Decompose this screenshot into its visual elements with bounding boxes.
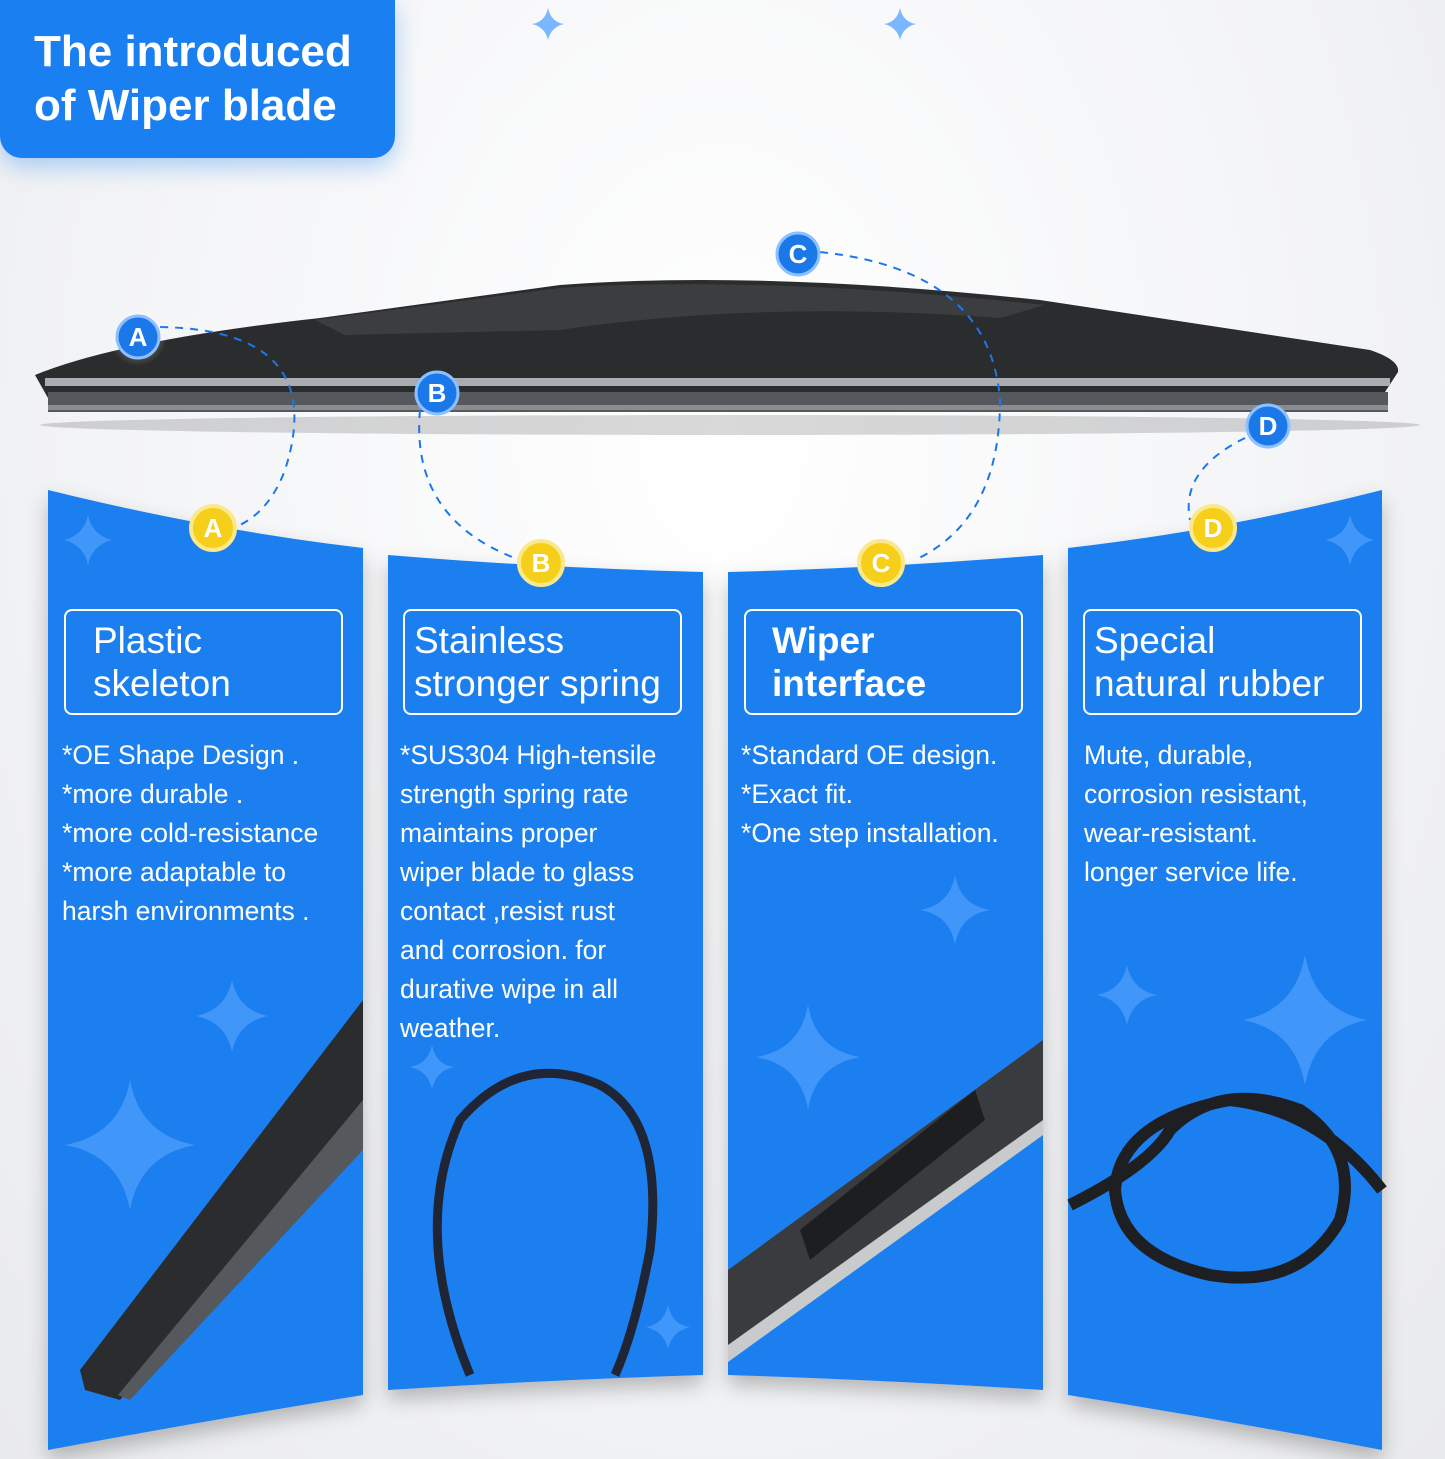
panel-b-heading-line-2: stronger spring	[414, 663, 661, 704]
panel-d-heading: Special natural rubber	[1083, 609, 1362, 715]
panel-a-body: *OE Shape Design . *more durable . *more…	[62, 740, 319, 926]
marker-yellow-c: C	[851, 533, 911, 598]
marker-blue-b: B	[407, 363, 467, 428]
panel-c-heading-line-1: Wiper	[772, 620, 875, 661]
panel-b-heading: Stainless stronger spring	[403, 609, 682, 715]
panel-b-spring-image	[432, 1068, 658, 1377]
svg-text:B: B	[532, 548, 551, 578]
marker-blue-c: C	[768, 224, 828, 289]
panel-b-heading-line-1: Stainless	[414, 620, 565, 661]
svg-text:C: C	[789, 239, 808, 269]
wiper-blade-image	[35, 280, 1420, 435]
panel-d-rubber-image	[1067, 1092, 1387, 1284]
title-sparkle-icons	[532, 8, 916, 40]
title-line-1: The introduced	[34, 27, 352, 76]
panel-c-connector-image	[728, 1040, 1043, 1362]
marker-blue-d: D	[1238, 396, 1298, 461]
marker-yellow-d: D	[1183, 498, 1243, 563]
panel-d-heading-line-1: Special	[1094, 620, 1216, 661]
marker-yellow-b: B	[511, 533, 571, 598]
panel-a-heading: Plastic skeleton	[64, 609, 343, 715]
panel-a-blade-image	[80, 1000, 363, 1400]
svg-text:B: B	[428, 378, 447, 408]
connector-lines	[159, 251, 1246, 561]
panel-c-body: *Standard OE design. *Exact fit. *One st…	[741, 740, 999, 848]
marker-yellow-a: A	[183, 498, 243, 563]
panel-d-bg	[1068, 490, 1382, 1450]
marker-blue-a: A	[108, 307, 168, 372]
svg-text:C: C	[872, 548, 891, 578]
svg-text:A: A	[129, 322, 148, 352]
svg-text:D: D	[1204, 513, 1223, 543]
panel-a-heading-line-2: skeleton	[93, 663, 231, 704]
title-banner: The introduced of Wiper blade	[0, 0, 395, 158]
sparkle-icons	[64, 515, 1374, 1349]
panel-d-heading-line-2: natural rubber	[1094, 663, 1325, 704]
title-line-2: of Wiper blade	[34, 81, 337, 130]
panel-b-bg	[388, 555, 703, 1390]
svg-text:A: A	[204, 513, 223, 543]
panel-c-heading: Wiper interface	[744, 609, 1023, 715]
panel-b-body: *SUS304 High-tensile strength spring rat…	[400, 740, 657, 1043]
panel-c-heading-line-2: interface	[772, 663, 927, 704]
svg-text:D: D	[1259, 411, 1278, 441]
panel-a-heading-line-1: Plastic	[93, 620, 202, 661]
panel-d-body: Mute, durable, corrosion resistant, wear…	[1084, 740, 1308, 887]
